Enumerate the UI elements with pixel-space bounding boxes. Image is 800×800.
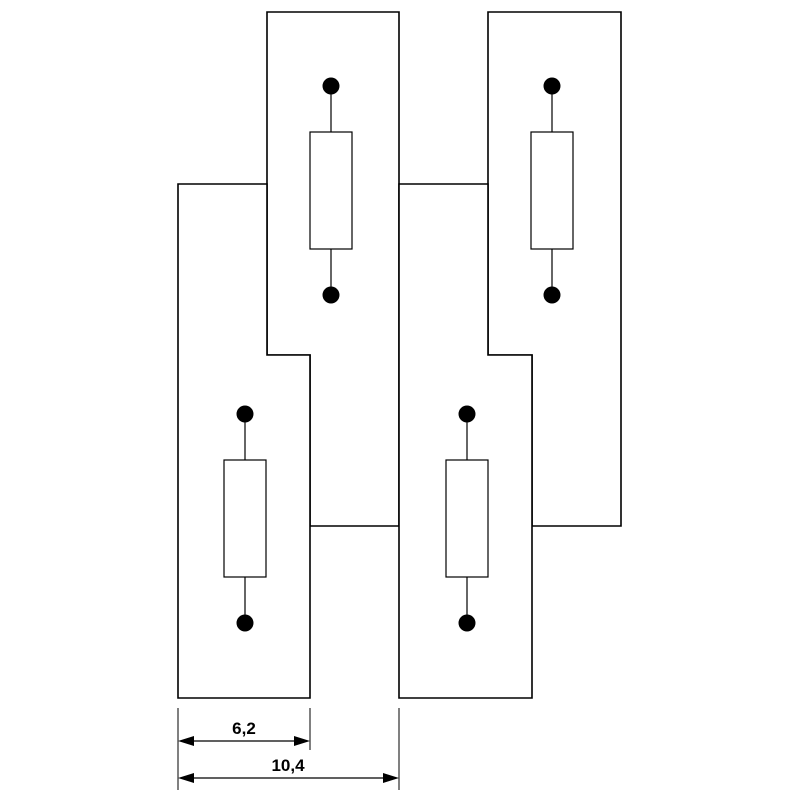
arrowhead-right-icon — [294, 736, 310, 746]
terminal-dot — [458, 614, 476, 632]
terminal-dot — [543, 77, 561, 95]
terminal-block-front-left — [177, 183, 311, 699]
dimension-pitch: 6,2 — [178, 719, 310, 746]
dimension-pitch-label: 6,2 — [232, 719, 256, 738]
terminal-dot — [543, 286, 561, 304]
arrowhead-left-icon — [178, 773, 194, 783]
terminal-dot — [236, 405, 254, 423]
terminal-dot — [236, 614, 254, 632]
terminal-block-front-right — [398, 183, 533, 699]
fuse-icon — [445, 405, 489, 632]
arrowhead-right-icon — [383, 773, 399, 783]
arrowhead-left-icon — [178, 736, 194, 746]
terminal-dot — [322, 286, 340, 304]
dimension-overall-label: 10,4 — [271, 756, 305, 775]
terminal-dot — [322, 77, 340, 95]
dimension-overall: 10,4 — [178, 756, 399, 783]
terminal-dot — [458, 405, 476, 423]
fuse-icon — [223, 405, 267, 632]
fuse-icon — [530, 77, 574, 304]
fuse-icon — [309, 77, 353, 304]
